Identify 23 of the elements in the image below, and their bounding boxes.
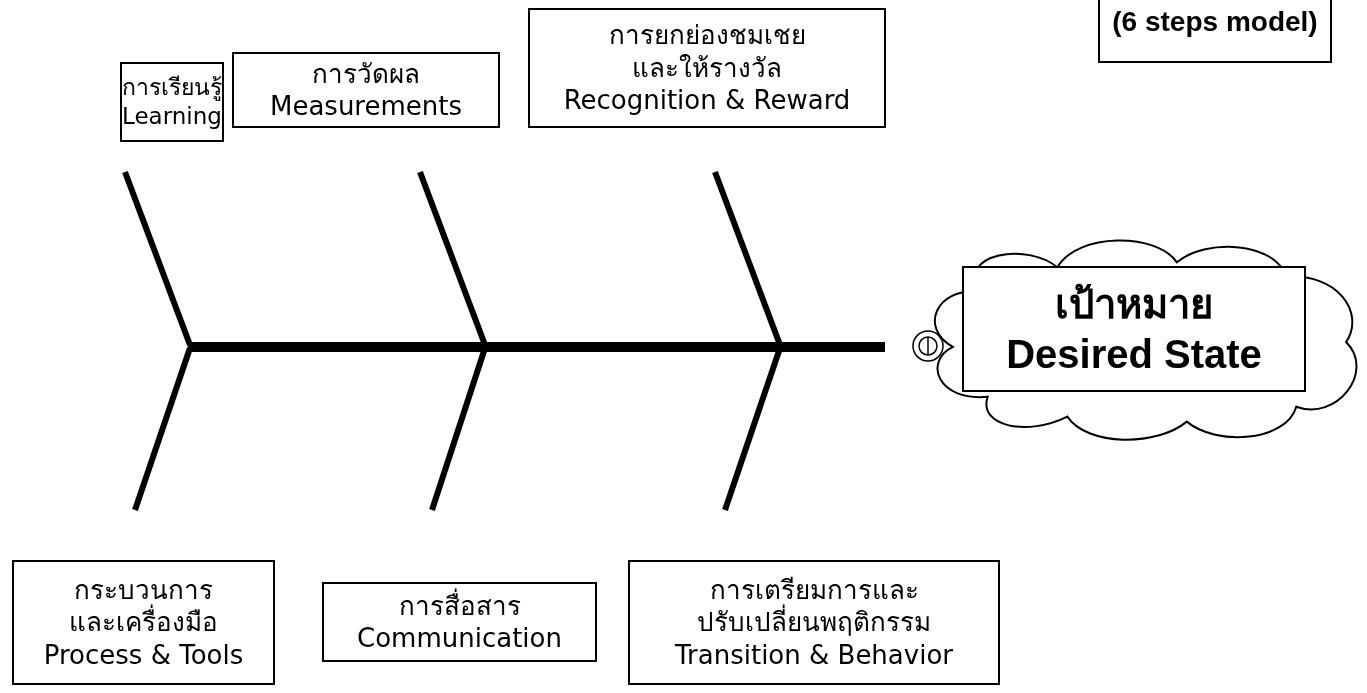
box-text: Communication [357, 622, 562, 655]
box-text: การยกย่องชมเชย และให้รางวัล [607, 19, 807, 85]
box-text: Learning [122, 102, 222, 131]
box-text: Desired State [1006, 331, 1262, 378]
box-text: (6 steps model) [1112, 5, 1318, 39]
cause-box [528, 8, 886, 128]
box-text: การเตรียมการและ ปรับเปลี่ยนพฤติกรรม [696, 573, 932, 639]
cause-box [120, 62, 224, 142]
box-text: กระบวนการ และเครื่องมือ [68, 573, 219, 639]
box-text: การสื่อสาร [398, 589, 521, 622]
box-text: การเรียนรู้ [122, 73, 222, 102]
title-box [1098, 0, 1332, 63]
cause-box [628, 560, 1000, 685]
cause-box [322, 582, 597, 662]
cause-box [12, 560, 275, 685]
box-text: Process & Tools [43, 638, 244, 672]
box-text: Measurements [269, 90, 462, 123]
goal-box [962, 266, 1306, 392]
box-text: การวัดผล [312, 57, 420, 90]
box-text: เป้าหมาย [1055, 281, 1213, 328]
box-text: Transition & Behavior [675, 638, 953, 672]
cause-box [232, 52, 500, 128]
box-text: Recognition & Reward [563, 84, 851, 117]
